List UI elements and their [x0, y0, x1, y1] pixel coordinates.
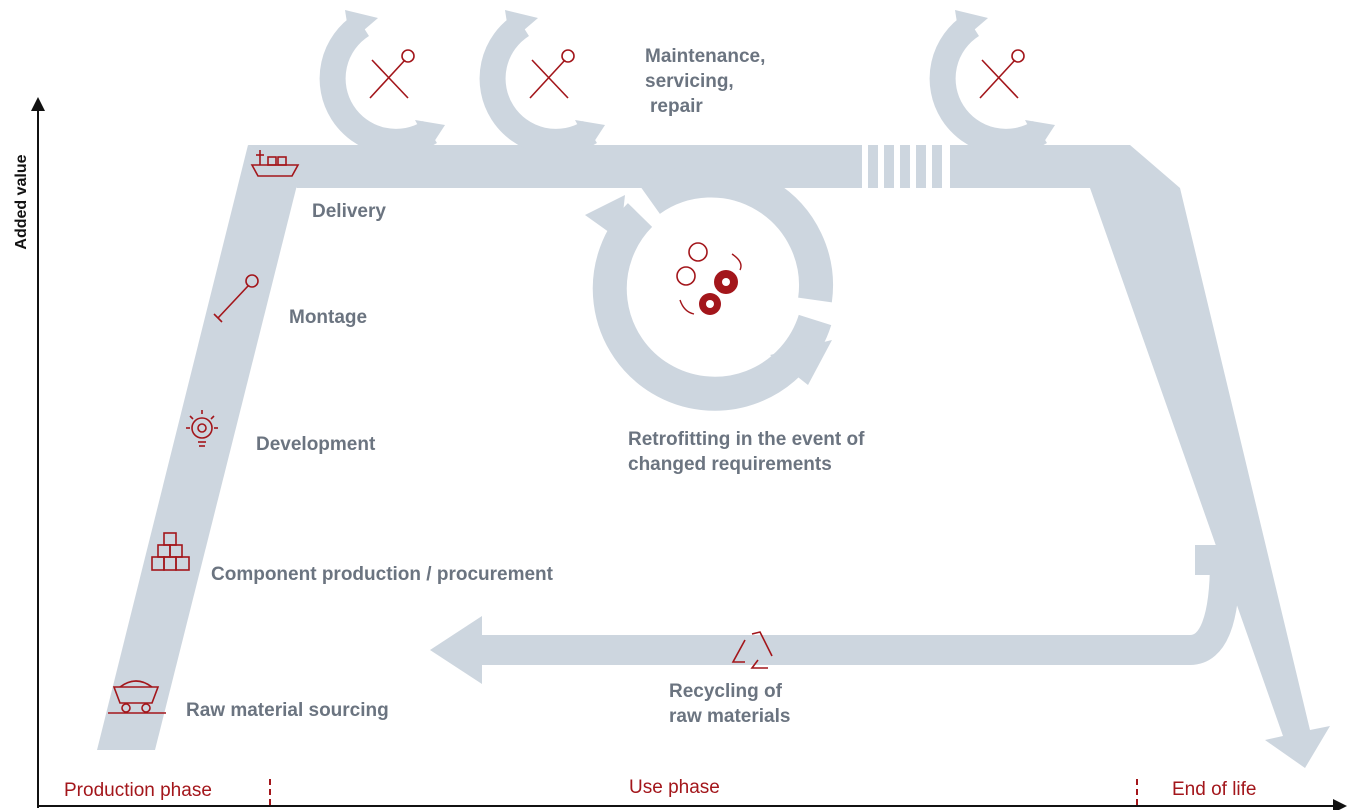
wrench-icon	[213, 274, 259, 323]
stage-delivery-label: Delivery	[312, 201, 386, 222]
stage-montage-label: Montage	[289, 307, 368, 328]
maintenance-label-line3: repair	[650, 96, 703, 117]
y-axis-label: Added value	[2, 140, 42, 270]
gears-icon	[676, 242, 742, 315]
recycle-icon	[731, 631, 773, 669]
band-gap-3	[900, 145, 910, 188]
band-gap-1	[868, 145, 878, 188]
retrofit-label-line2: changed requirements	[628, 454, 832, 475]
band-top-right	[950, 145, 1180, 188]
recycling-arrowhead	[430, 616, 482, 684]
maintenance-loop-1	[319, 10, 445, 155]
lifecycle-band	[97, 145, 1330, 768]
band-gap-5	[932, 145, 942, 188]
lightbulb-gear-icon	[186, 410, 218, 447]
maintenance-loop-2	[479, 10, 605, 155]
cargo-ship-icon	[250, 150, 300, 177]
stage-development-label: Development	[256, 434, 376, 455]
recycling-loop	[480, 545, 1241, 665]
stage-raw-label: Raw material sourcing	[186, 700, 389, 721]
band-gap-4	[916, 145, 926, 188]
maintenance-loop-3	[929, 10, 1055, 155]
axes	[31, 97, 1347, 810]
maintenance-label-line1: Maintenance,	[645, 46, 766, 67]
phase-use-label: Use phase	[629, 777, 720, 798]
maintenance-label-line2: servicing,	[645, 71, 734, 92]
phase-end-label: End of life	[1172, 779, 1257, 800]
band-ascending	[97, 145, 297, 750]
retrofitting-loop	[585, 163, 833, 411]
tools-icon-1	[369, 49, 415, 99]
mine-cart-icon	[108, 680, 166, 714]
recycle-label-line1: Recycling of	[669, 681, 782, 702]
phase-production-label: Production phase	[64, 780, 212, 801]
band-descending	[1090, 188, 1330, 768]
stage-component-label: Component production / procurement	[211, 564, 553, 585]
recycle-label-line2: raw materials	[669, 706, 791, 727]
band-gap-2	[884, 145, 894, 188]
tools-icon-2	[529, 49, 575, 99]
retrofit-label-line1: Retrofitting in the event of	[628, 429, 865, 450]
stacked-boxes-icon	[151, 532, 190, 571]
y-axis-text: Added value	[13, 154, 30, 250]
tools-icon-3	[979, 49, 1025, 99]
